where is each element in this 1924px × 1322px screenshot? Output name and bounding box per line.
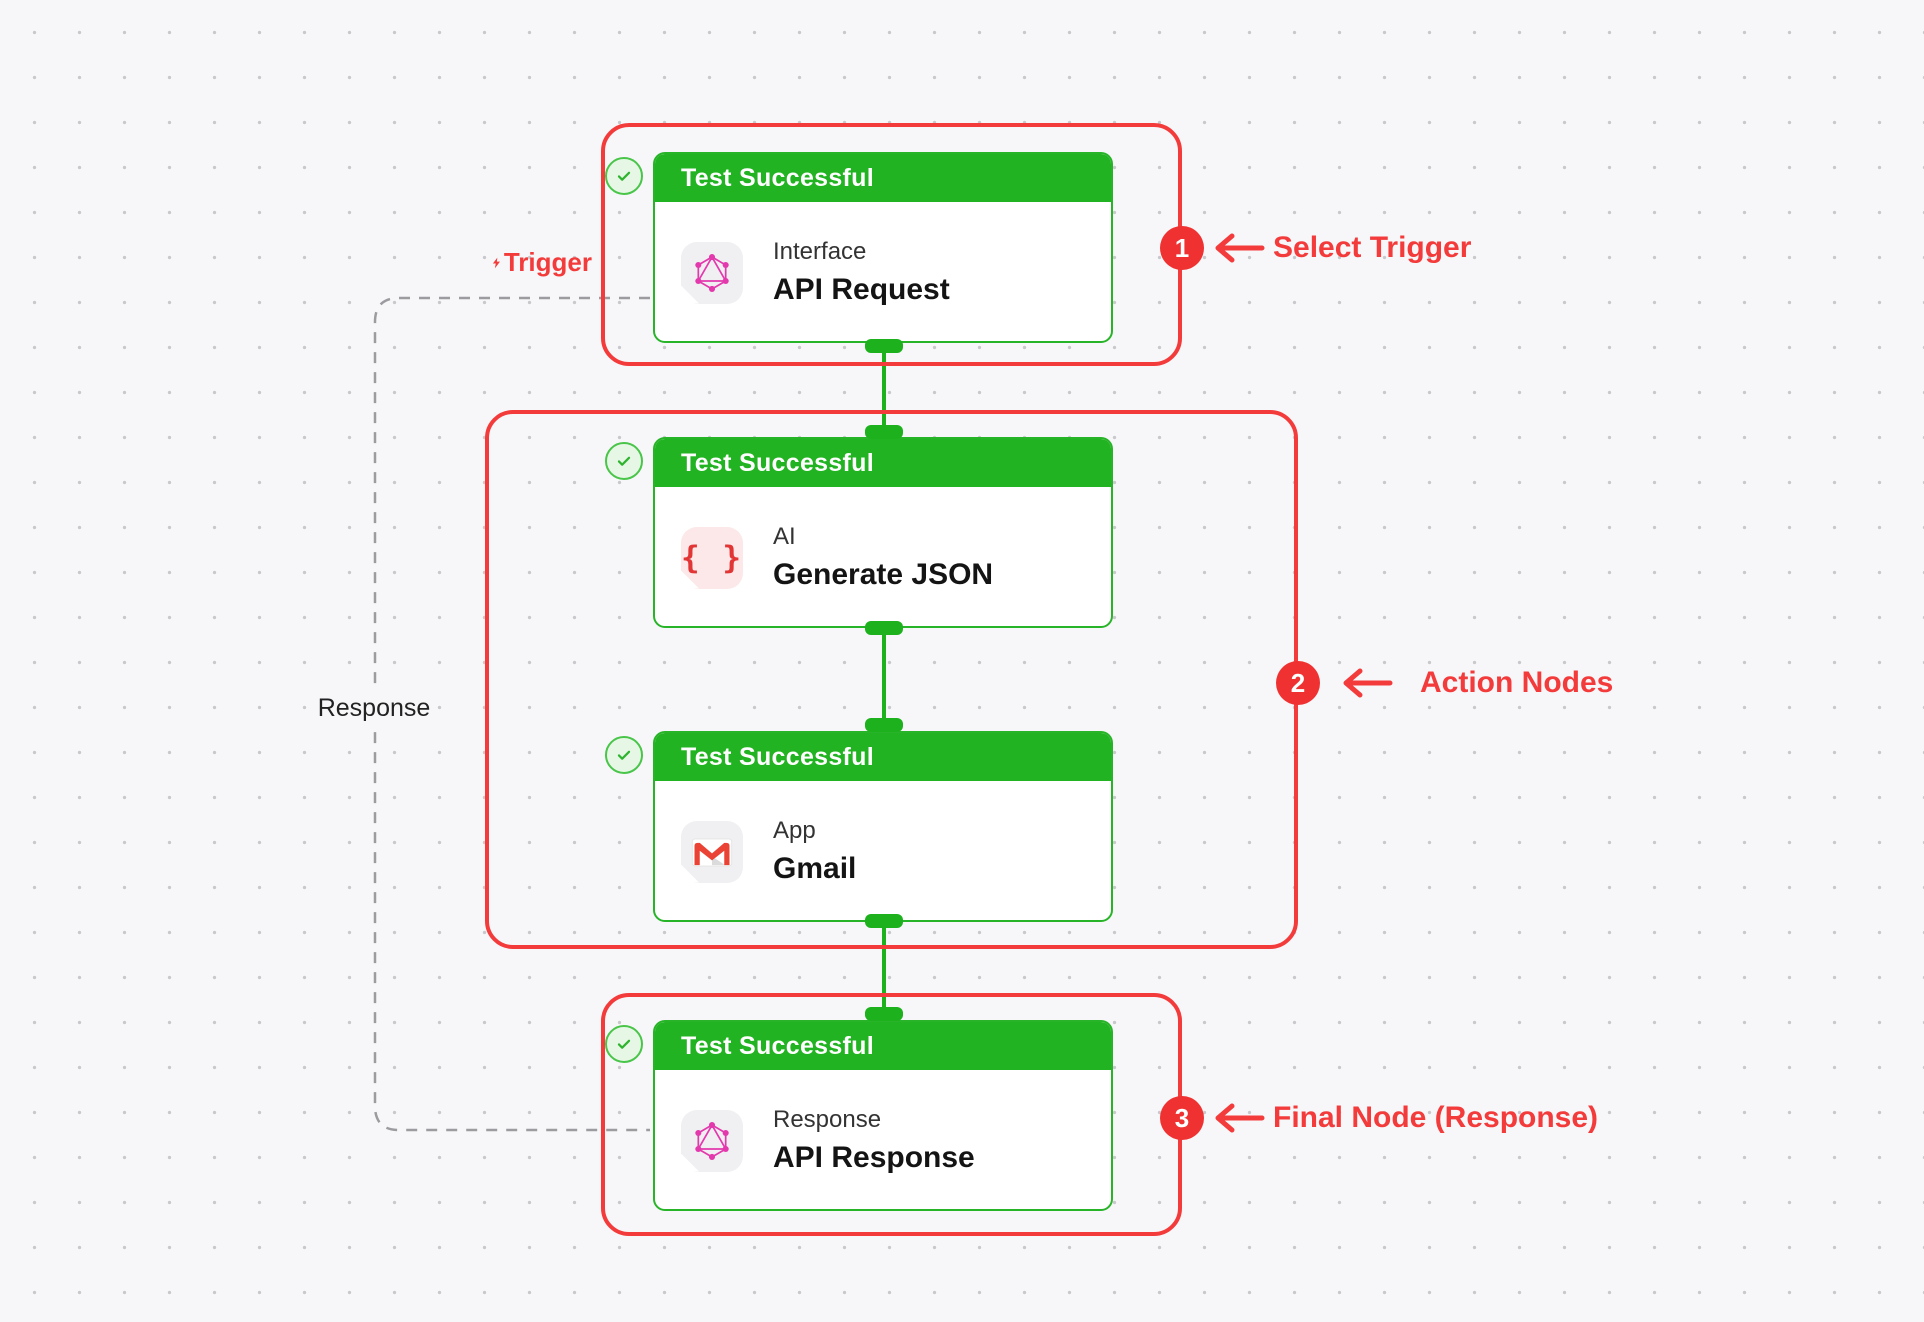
node-generate-json[interactable]: Test Successful { } AI Generate JSON bbox=[653, 437, 1113, 628]
lightning-bolt-icon bbox=[492, 257, 500, 268]
input-port[interactable] bbox=[865, 425, 903, 439]
check-icon bbox=[605, 1025, 643, 1063]
annotation-label-final-node: Final Node (Response) bbox=[1273, 1101, 1599, 1134]
connector-line bbox=[882, 630, 886, 726]
step-badge-2: 2 bbox=[1276, 661, 1320, 705]
check-icon bbox=[605, 442, 643, 480]
status-text: Test Successful bbox=[681, 742, 875, 771]
node-api-request[interactable]: Test Successful Interface API bbox=[653, 152, 1113, 343]
input-port[interactable] bbox=[865, 1007, 903, 1021]
node-status-bar: Test Successful bbox=[655, 1022, 1111, 1070]
node-title: API Request bbox=[773, 273, 950, 306]
left-arrow-icon bbox=[1215, 1103, 1265, 1133]
node-status-bar: Test Successful bbox=[655, 733, 1111, 781]
node-category: App bbox=[773, 817, 816, 844]
node-title: Generate JSON bbox=[773, 558, 994, 591]
braces-icon: { } bbox=[681, 526, 743, 589]
left-arrow-icon bbox=[1343, 668, 1393, 698]
response-path-label: Response bbox=[316, 692, 432, 725]
graphql-icon bbox=[681, 241, 743, 304]
node-category: AI bbox=[773, 523, 796, 550]
check-icon bbox=[605, 157, 643, 195]
node-title: API Response bbox=[773, 1141, 975, 1174]
input-port[interactable] bbox=[865, 718, 903, 732]
output-port[interactable] bbox=[865, 339, 903, 353]
trigger-label: Trigger bbox=[492, 247, 592, 278]
output-port[interactable] bbox=[865, 621, 903, 635]
annotation-label-select-trigger: Select Trigger bbox=[1273, 231, 1472, 264]
status-text: Test Successful bbox=[681, 1031, 875, 1060]
connector-line bbox=[882, 924, 886, 1012]
output-port[interactable] bbox=[865, 914, 903, 928]
node-status-bar: Test Successful bbox=[655, 439, 1111, 487]
left-arrow-icon bbox=[1215, 233, 1265, 263]
node-title: Gmail bbox=[773, 852, 857, 885]
node-category: Response bbox=[773, 1106, 882, 1133]
graphql-icon bbox=[681, 1109, 743, 1172]
check-icon bbox=[605, 736, 643, 774]
node-gmail[interactable]: Test Successful App Gmail bbox=[653, 731, 1113, 922]
step-badge-1: 1 bbox=[1160, 226, 1204, 270]
node-api-response[interactable]: Test Successful Response API R bbox=[653, 1020, 1113, 1211]
node-category: Interface bbox=[773, 238, 867, 265]
step-badge-3: 3 bbox=[1160, 1096, 1204, 1140]
connector-line bbox=[882, 348, 886, 432]
node-status-bar: Test Successful bbox=[655, 154, 1111, 202]
gmail-icon bbox=[681, 820, 743, 883]
annotation-label-action-nodes: Action Nodes bbox=[1420, 666, 1614, 699]
status-text: Test Successful bbox=[681, 163, 875, 192]
status-text: Test Successful bbox=[681, 448, 875, 477]
